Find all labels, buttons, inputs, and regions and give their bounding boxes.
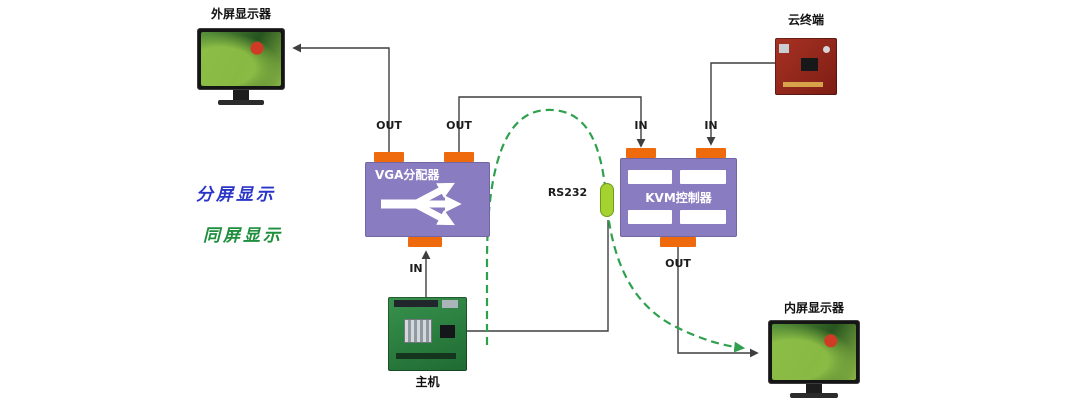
kvm-controller-label: KVM控制器	[645, 191, 712, 205]
internal-monitor-label: 内屏显示器	[783, 301, 844, 315]
external-monitor-stand	[233, 90, 249, 101]
wire-vga-out-to-kvm-in	[458, 96, 646, 152]
split-screen-legend: 分屏显示	[196, 185, 276, 205]
external-monitor-base	[218, 100, 264, 105]
cloud-terminal-board-image	[775, 38, 837, 95]
internal-monitor-stand	[806, 384, 822, 394]
vga-out-left-port-label: OUT	[376, 119, 402, 132]
vga-top-left-connector	[374, 152, 404, 162]
kvm-slot	[680, 170, 726, 184]
internal-monitor-screen	[772, 324, 856, 380]
kvm-controller-box: KVM控制器	[620, 158, 737, 237]
host-board-image	[388, 297, 467, 371]
split-arrow-icon	[381, 182, 462, 226]
vga-bottom-connector	[408, 237, 442, 247]
host-label: 主机	[415, 375, 440, 389]
board-connector-strip	[783, 82, 823, 87]
kvm-out-port-label: OUT	[665, 257, 691, 270]
internal-monitor-base	[790, 393, 838, 398]
board-capacitor	[823, 46, 830, 53]
kvm-top-right-connector	[696, 148, 726, 158]
kvm-in-right-port-label: IN	[704, 119, 718, 132]
vga-splitter-box: VGA分配器	[365, 162, 490, 237]
external-monitor-screen	[201, 32, 281, 86]
cloud-terminal-label: 云终端	[787, 13, 824, 27]
external-monitor-label: 外屏显示器	[210, 7, 271, 21]
kvm-in-left-port-label: IN	[634, 119, 648, 132]
vga-out-right-port-label: OUT	[446, 119, 472, 132]
vga-top-right-connector	[444, 152, 474, 162]
rs232-connector	[600, 183, 614, 217]
board-chip	[440, 325, 455, 338]
kvm-slot	[680, 210, 726, 224]
rs232-label: RS232	[547, 186, 588, 199]
wire-vga-out-to-external-monitor	[292, 43, 390, 152]
external-monitor	[197, 28, 285, 90]
kvm-top-left-connector	[626, 148, 656, 158]
same-screen-legend: 同屏显示	[203, 226, 283, 246]
kvm-slot	[628, 170, 672, 184]
board-chip	[801, 58, 818, 71]
kvm-slot	[628, 210, 672, 224]
board-port	[779, 44, 789, 53]
vga-in-port-label: IN	[409, 262, 423, 275]
board-slot	[396, 353, 456, 359]
internal-monitor	[768, 320, 860, 384]
board-port	[442, 300, 458, 308]
board-io-ports	[394, 300, 438, 307]
board-heatsink	[404, 319, 432, 343]
vga-splitter-label: VGA分配器	[375, 168, 440, 182]
kvm-bottom-connector	[660, 237, 696, 247]
